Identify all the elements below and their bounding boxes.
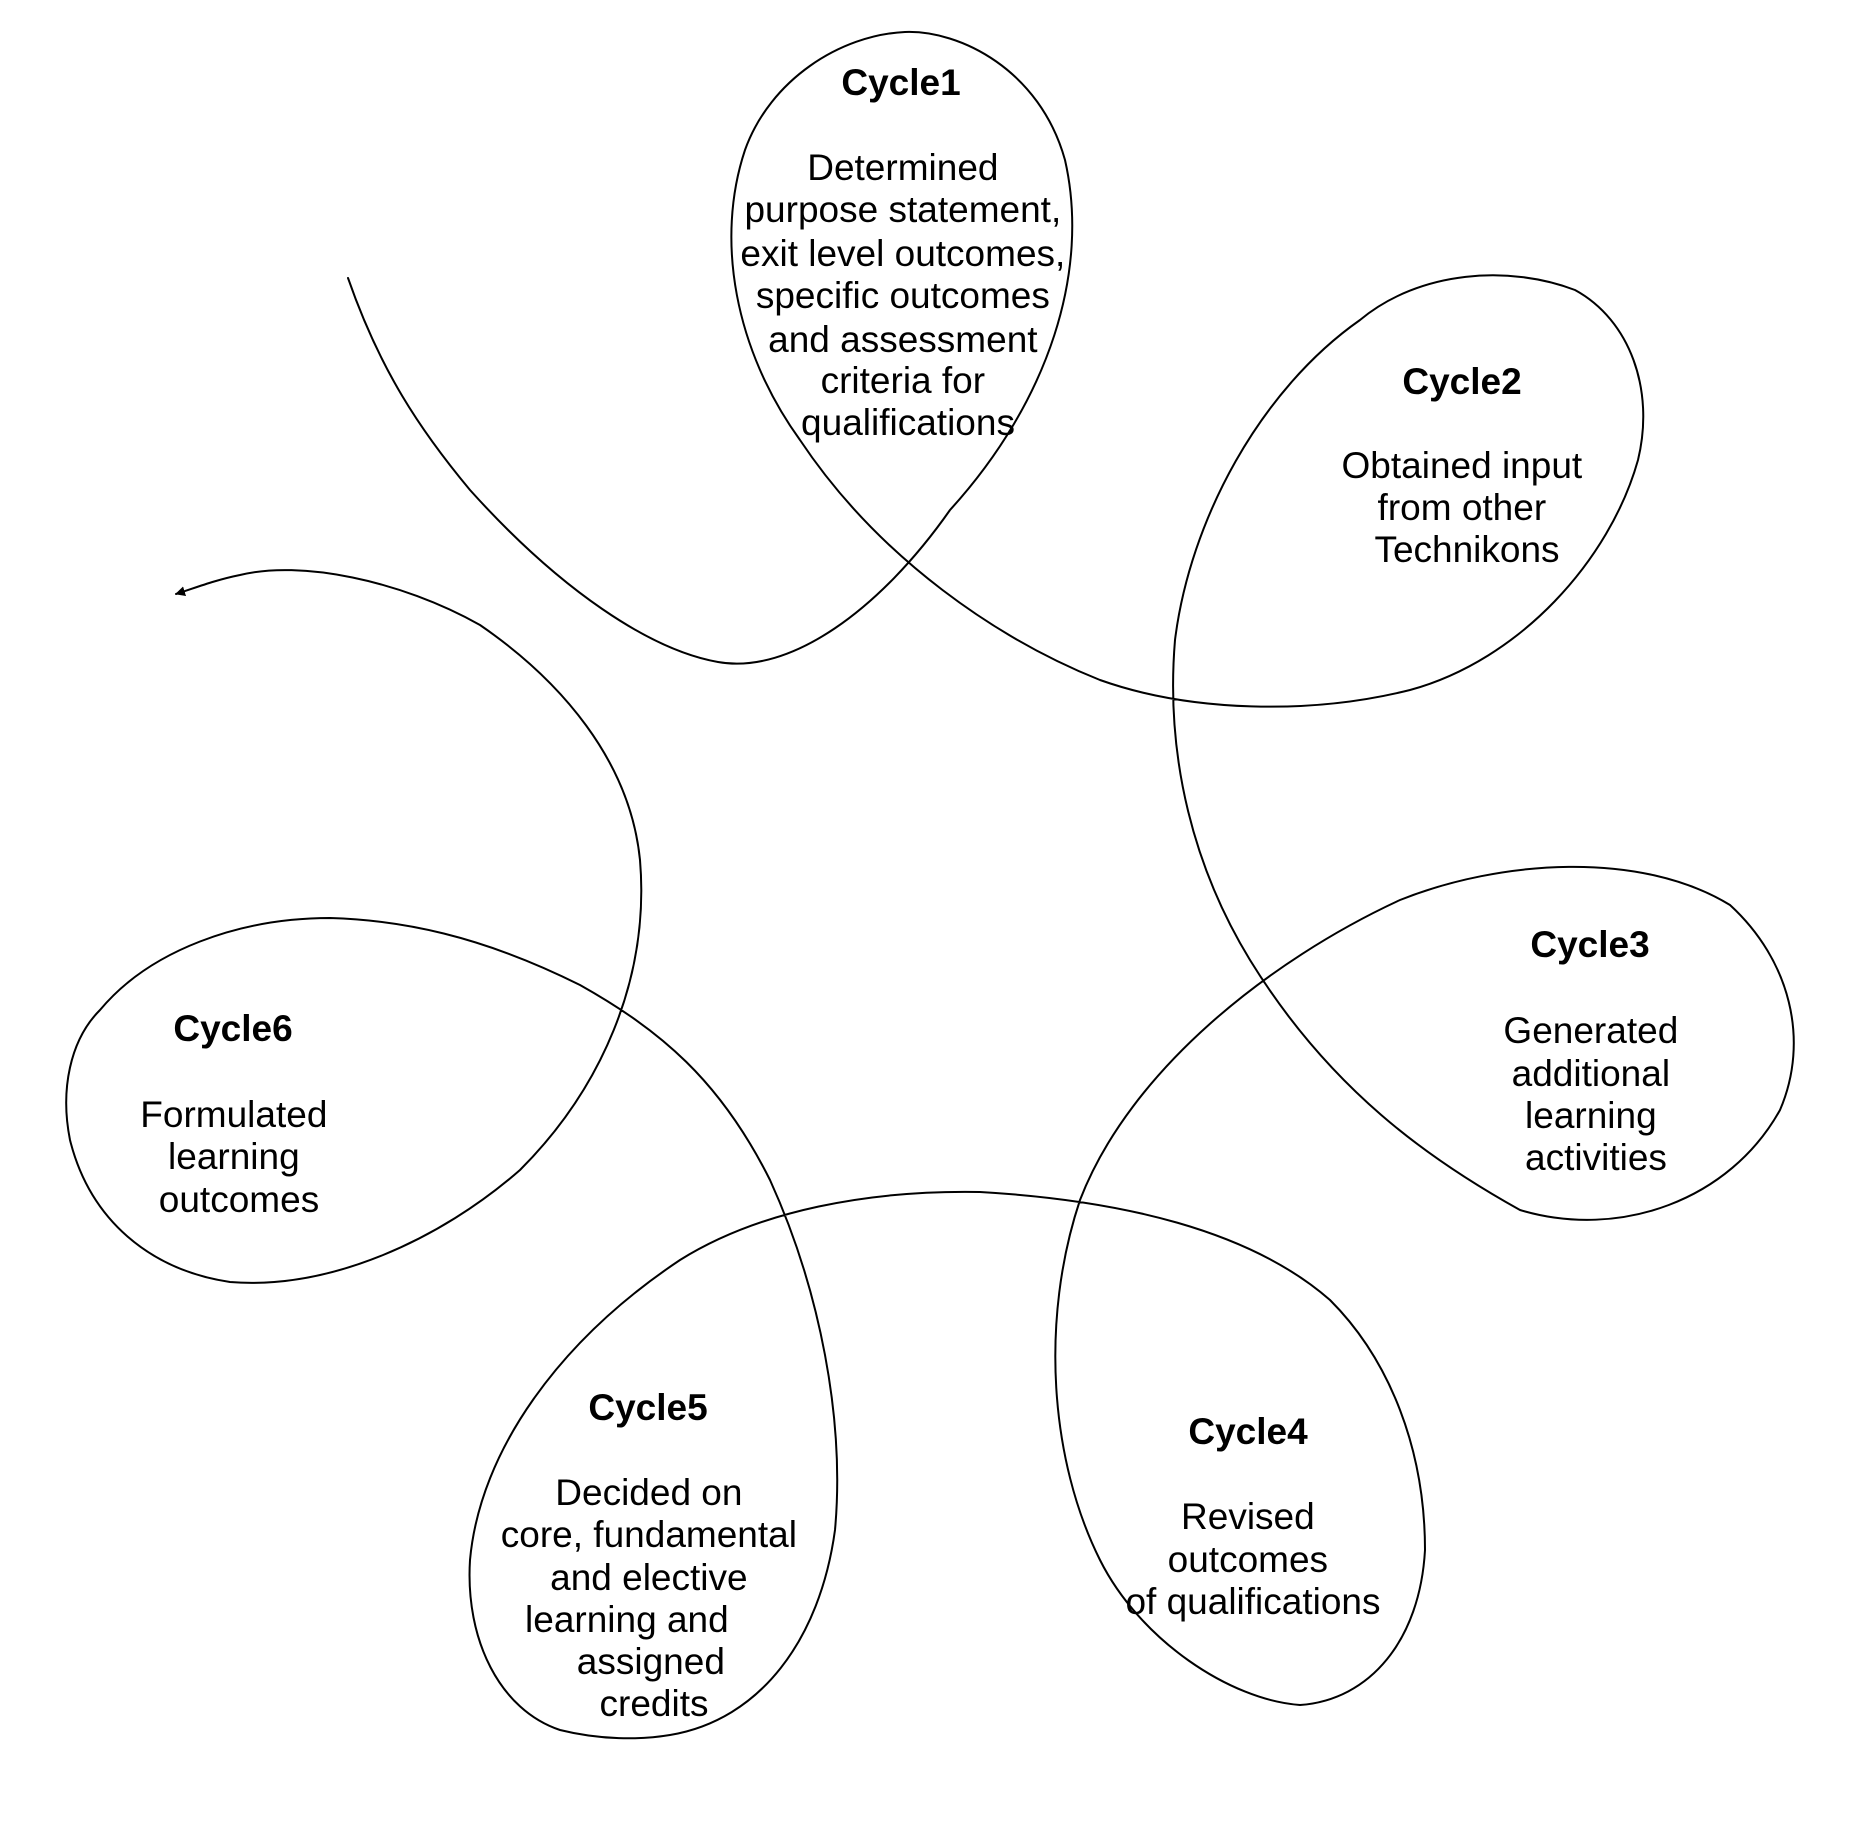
cycle-5-line-6: credits — [600, 1683, 709, 1724]
cycle-3-title: Cycle3 — [1530, 924, 1649, 965]
cycle-2-line-3: Technikons — [1374, 529, 1559, 570]
cycle-5-line-4: learning and — [525, 1599, 729, 1640]
cycle-2-title: Cycle2 — [1402, 361, 1521, 402]
cycle-4: Cycle4 Revised outcomes of qualification… — [1125, 1411, 1380, 1622]
cycle-1-line-4: specific outcomes — [756, 275, 1050, 316]
cycle-6-line-1: Formulated — [140, 1094, 327, 1135]
cycle-1-line-1: Determined — [807, 147, 998, 188]
cycle-3: Cycle3 Generated additional learning act… — [1503, 924, 1688, 1178]
cycle-1-line-3: exit level outcomes, — [740, 233, 1065, 274]
cycle-3-line-3: learning — [1525, 1095, 1657, 1136]
cycle-1-line-6: criteria for — [821, 360, 985, 401]
cycle-3-line-1: Generated — [1503, 1010, 1678, 1051]
cycle-4-line-3: of qualifications — [1125, 1581, 1380, 1622]
cycle-1-line-2: purpose statement, — [744, 189, 1061, 230]
cycle-2-line-1: Obtained input — [1342, 445, 1583, 486]
cycle-4-line-2: outcomes — [1168, 1539, 1328, 1580]
cycle-2: Cycle2 Obtained input from other Technik… — [1342, 361, 1593, 570]
cycle-4-line-1: Revised — [1181, 1496, 1315, 1537]
cycle-5: Cycle5 Decided on core, fundamental and … — [501, 1387, 807, 1724]
cycle-1: Cycle1 Determined purpose statement, exi… — [740, 62, 1075, 443]
cycle-3-line-2: additional — [1512, 1053, 1670, 1094]
cycle-6-line-3: outcomes — [159, 1179, 319, 1220]
cycle-1-line-5: and assessment — [768, 319, 1038, 360]
cycle-3-description: Generated additional learning activities — [1503, 1010, 1688, 1178]
cycle-6: Cycle6 Formulated learning outcomes — [140, 1008, 337, 1220]
cycle-2-description: Obtained input from other Technikons — [1342, 445, 1593, 570]
cycle-6-title: Cycle6 — [173, 1008, 292, 1049]
cycle-5-description: Decided on core, fundamental and electiv… — [501, 1472, 807, 1724]
cycle-4-title: Cycle4 — [1188, 1411, 1308, 1452]
cycle-5-line-2: core, fundamental — [501, 1514, 797, 1555]
cycle-1-line-7: qualifications — [801, 402, 1015, 443]
cycle-1-description: Determined purpose statement, exit level… — [740, 147, 1075, 443]
cycle-3-line-4: activities — [1525, 1137, 1667, 1178]
cycle-5-line-1: Decided on — [555, 1472, 742, 1513]
cycle-spiral-line — [65, 30, 1795, 1740]
cycle-4-description: Revised outcomes of qualifications — [1125, 1496, 1380, 1622]
cycle-5-line-3: and elective — [550, 1557, 747, 1598]
cycle-5-line-5: assigned — [577, 1641, 725, 1682]
cycle-6-description: Formulated learning outcomes — [140, 1094, 337, 1220]
cycle-1-title: Cycle1 — [841, 62, 960, 103]
cycle-6-line-2: learning — [168, 1136, 300, 1177]
cycle-2-line-2: from other — [1378, 487, 1547, 528]
cycle-5-title: Cycle5 — [588, 1387, 707, 1428]
